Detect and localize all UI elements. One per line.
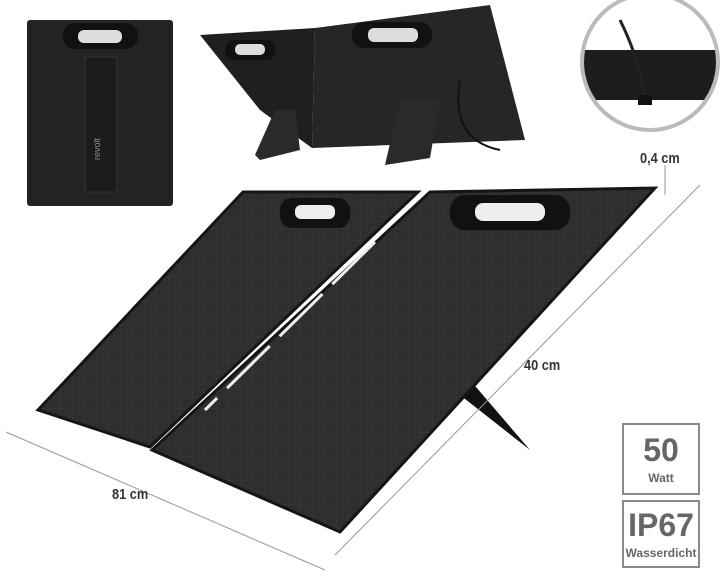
width-label: 81 cm <box>112 486 149 503</box>
ip-rating-badge: IP67 Wasserdicht <box>622 500 700 568</box>
dimension-lines <box>5 165 701 571</box>
power-value: 50 <box>643 432 679 468</box>
connector-detail-inset <box>580 0 720 132</box>
power-unit: Watt <box>648 471 674 485</box>
solar-panel-open <box>35 186 659 534</box>
thickness-label: 0,4 cm <box>640 150 680 167</box>
folded-panel-image: revolt <box>27 20 173 206</box>
power-badge: 50 Watt <box>622 423 700 495</box>
ip-rating-value: IP67 <box>628 507 694 543</box>
ip-rating-label: Wasserdicht <box>625 546 697 560</box>
svg-text:revolt: revolt <box>92 137 102 160</box>
height-label: 40 cm <box>524 357 561 374</box>
panel-stand-back-view <box>200 5 525 165</box>
